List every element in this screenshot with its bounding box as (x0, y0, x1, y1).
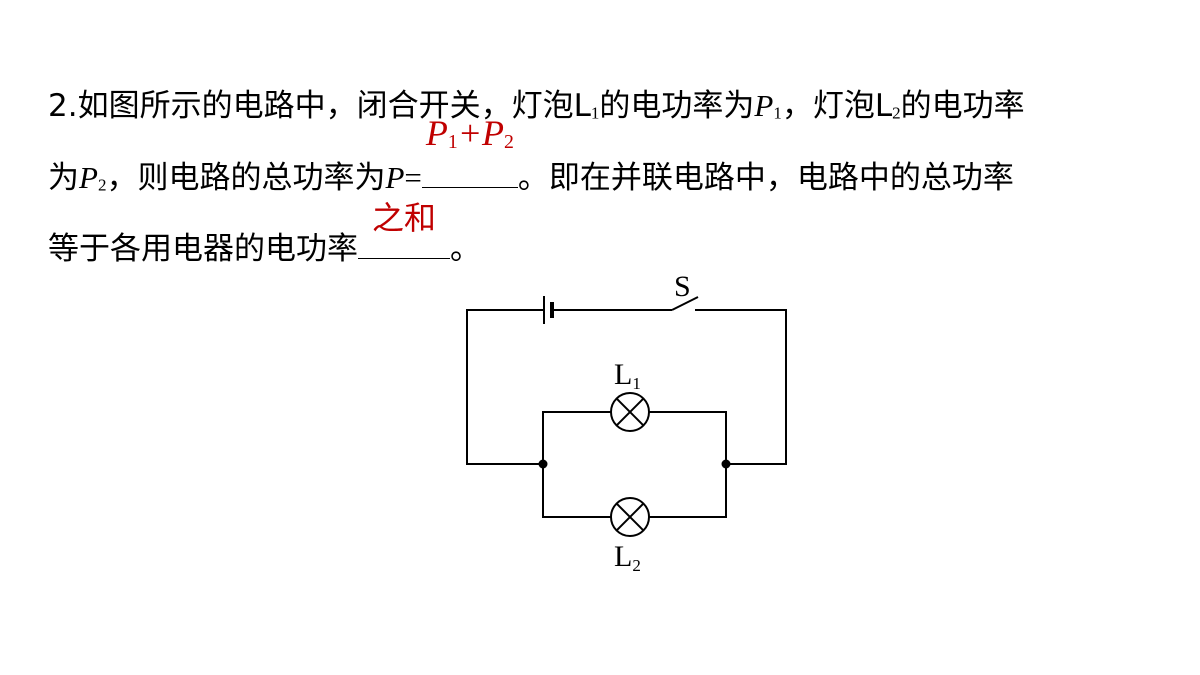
lamp-l1-icon (610, 392, 650, 432)
junction-left (538, 459, 548, 469)
switch-blade (671, 296, 699, 311)
answer-blank-word: 之和 (358, 199, 450, 260)
lamp-l2-label: L2 (614, 540, 641, 575)
question-line-3: 等于各用电器的电功率之和。 (48, 199, 1158, 281)
question-line-1: 2.如图所示的电路中，闭合开关，灯泡L1的电功率为P1，灯泡L2的电功率 (48, 88, 1025, 124)
answer-word: 之和 (371, 199, 437, 238)
wire-outer-right (695, 309, 787, 465)
branch-top-wire (542, 411, 727, 464)
question-line-2: 为P2，则电路的总功率为P=P1+P2。即在并联电路中，电路中的总功率 (48, 113, 1158, 218)
lamp-l1-label: L1 (614, 358, 641, 393)
question-text: 2.如图所示的电路中，闭合开关，灯泡L1的电功率为P1，灯泡L2的电功率 为P2… (48, 74, 1158, 281)
wire-outer-left (466, 309, 544, 465)
lamp-l2-icon (610, 497, 650, 537)
branch-bottom-wire (542, 464, 727, 518)
answer-formula: P1+P2 (425, 112, 514, 153)
switch-label: S (674, 270, 691, 303)
junction-right (721, 459, 731, 469)
answer-blank-formula: P1+P2 (421, 113, 518, 188)
circuit-diagram: S L1 L2 (466, 270, 787, 575)
